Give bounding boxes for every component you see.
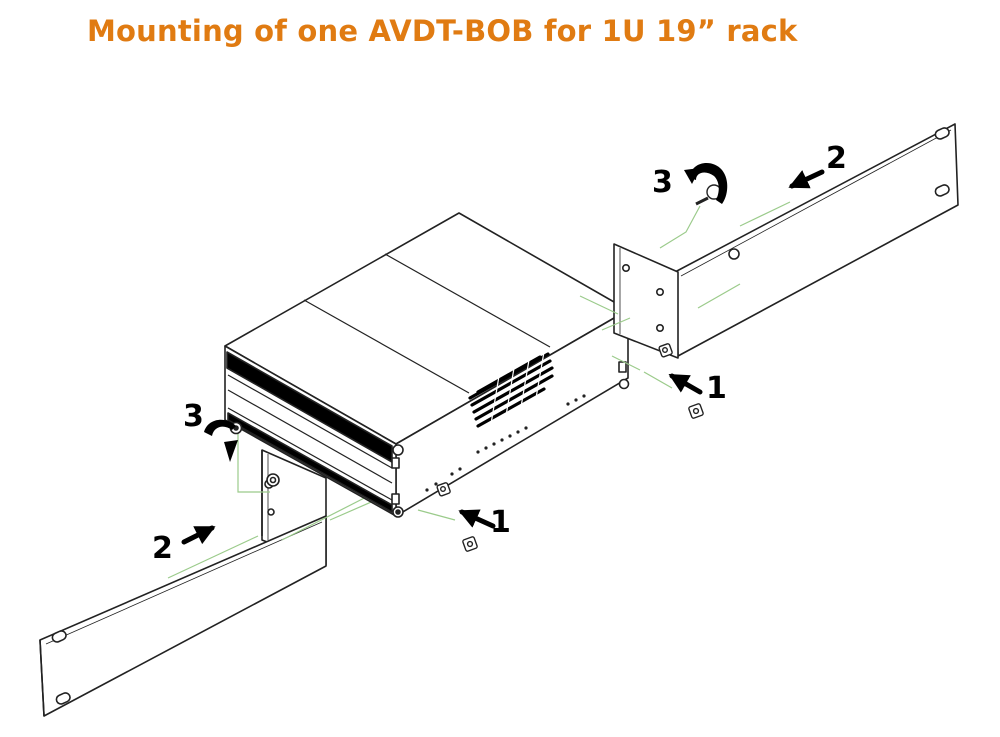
cage-nut-icon bbox=[436, 482, 451, 497]
step-label-3-right: 3 bbox=[652, 165, 673, 200]
curved-rotate-arrow-icon bbox=[204, 163, 728, 462]
screw-icon bbox=[695, 184, 722, 206]
screw-icon bbox=[728, 248, 740, 260]
status-led-dots bbox=[425, 394, 586, 492]
left-rack-ear bbox=[39, 449, 327, 717]
step-label-3-left: 3 bbox=[183, 399, 204, 434]
right-rack-ear bbox=[613, 123, 959, 359]
step-label-2-left: 2 bbox=[152, 531, 173, 566]
step-label-1-left: 1 bbox=[490, 505, 511, 540]
right-alignment-guides bbox=[579, 201, 791, 389]
screw-icon bbox=[266, 473, 280, 487]
page-title: Mounting of one AVDT-BOB for 1U 19” rack bbox=[87, 14, 798, 48]
cage-nut-icon bbox=[658, 343, 673, 358]
cage-nut-icon bbox=[688, 403, 704, 419]
vent-grille-gaps bbox=[489, 345, 546, 431]
straight-arrow-icon bbox=[181, 169, 825, 545]
cage-nut-icon bbox=[462, 536, 478, 552]
step-label-1-right: 1 bbox=[706, 371, 727, 406]
step-label-2-right: 2 bbox=[826, 141, 847, 176]
avdt-bob-device bbox=[224, 212, 630, 518]
